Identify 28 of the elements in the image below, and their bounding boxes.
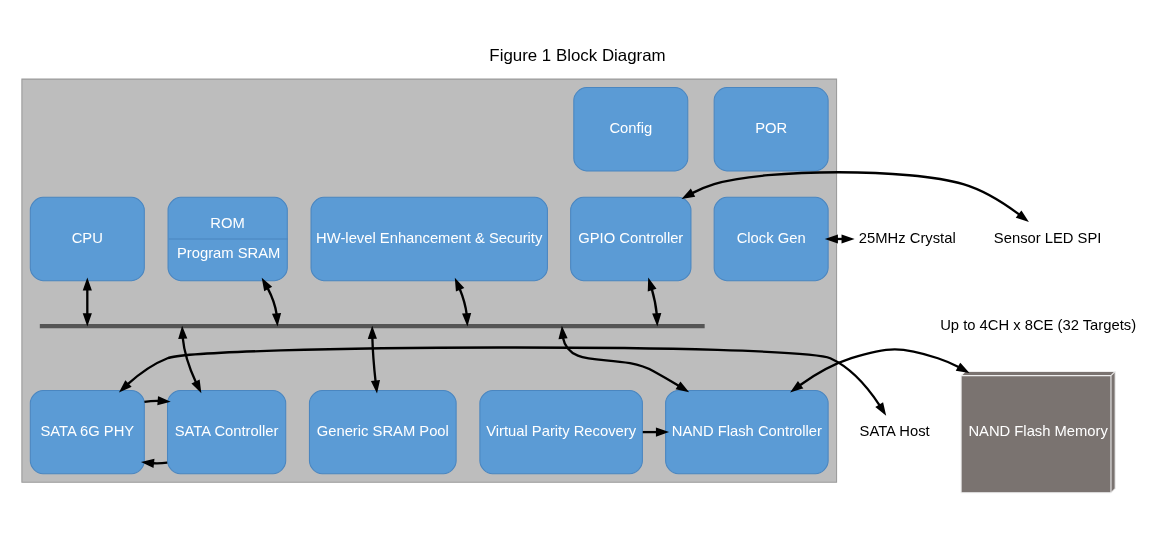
node-box: Config	[573, 87, 689, 172]
diagram-title: Figure 1 Block Diagram	[489, 45, 666, 65]
node-box: SATA 6G PHY	[29, 389, 145, 475]
node-label: Up to 4CH x 8CE (32 Targets)	[940, 316, 1137, 333]
arrow	[144, 396, 171, 406]
node-box: HW-level Enhancement & Security	[310, 196, 548, 282]
node-box: CPU	[29, 196, 145, 282]
node-text: Sensor LED SPI	[993, 229, 1102, 246]
arrow	[647, 277, 662, 327]
node-box: POR	[713, 87, 829, 172]
node-text: 25MHz Crystal	[858, 229, 956, 246]
arrow	[367, 325, 381, 394]
node-box: Virtual Parity Recovery	[479, 389, 643, 475]
arrow	[118, 346, 887, 416]
arrow	[261, 277, 282, 327]
arrow	[454, 277, 472, 327]
arrow	[82, 277, 92, 327]
node-box: Generic SRAM Pool	[308, 389, 457, 475]
arrow	[790, 348, 970, 393]
node-text: SATA Host	[859, 423, 930, 439]
arrow	[558, 325, 690, 393]
arrow	[681, 171, 1029, 223]
node-box: SATA Controller	[167, 389, 287, 475]
node-box: NAND Flash Controller	[665, 389, 829, 475]
node-box: GPIO Controller	[570, 196, 692, 282]
arrow	[178, 325, 202, 394]
node-box: Clock Gen	[713, 196, 829, 282]
node-bar	[39, 323, 705, 329]
